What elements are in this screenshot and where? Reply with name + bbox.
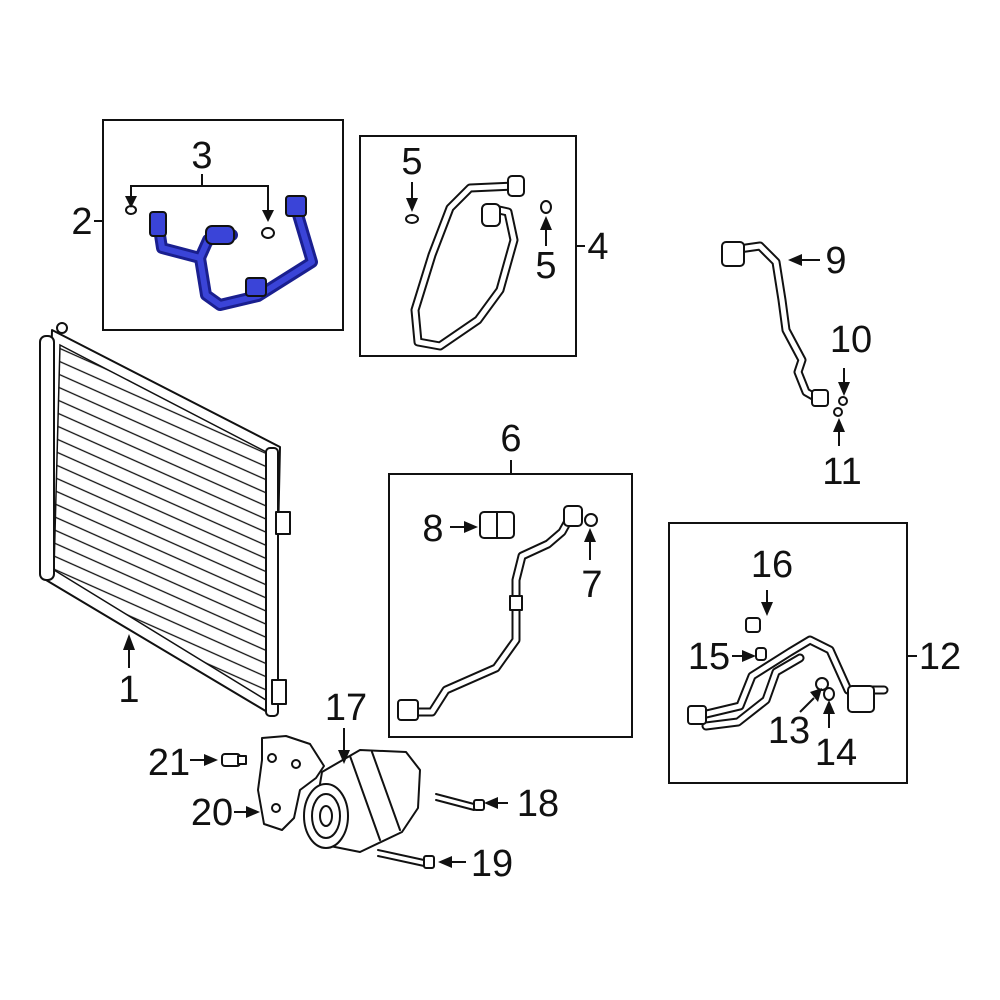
callout-labels: 1 2 3 4 5 5 6 7 8 9 10 11 12 13 14 15 16… bbox=[71, 135, 961, 885]
o-ring-part bbox=[584, 513, 598, 527]
callout-4: 4 bbox=[587, 226, 608, 268]
condenser-part bbox=[39, 322, 291, 717]
bracket-part bbox=[257, 735, 325, 831]
callout-15: 15 bbox=[688, 636, 730, 678]
callout-6: 6 bbox=[500, 418, 521, 460]
leader-lines bbox=[94, 174, 917, 868]
compressor-part bbox=[303, 749, 421, 853]
callout-17: 17 bbox=[325, 687, 367, 729]
callout-13: 13 bbox=[768, 710, 810, 752]
bolt-part bbox=[435, 793, 485, 811]
o-ring-part bbox=[838, 396, 848, 406]
group-box-2 bbox=[102, 119, 344, 331]
callout-19: 19 bbox=[471, 843, 513, 885]
o-ring-part bbox=[823, 687, 835, 701]
bolt-part bbox=[221, 753, 247, 767]
group-box-12 bbox=[668, 522, 908, 784]
callout-16: 16 bbox=[751, 544, 793, 586]
callout-9: 9 bbox=[825, 240, 846, 282]
suction-hose-part bbox=[410, 175, 525, 351]
callout-18: 18 bbox=[517, 783, 559, 825]
discharge-tube-part bbox=[149, 195, 318, 311]
valve-cap-part bbox=[745, 617, 761, 633]
charge-valve-part bbox=[755, 647, 767, 661]
callout-11: 11 bbox=[822, 451, 861, 493]
o-ring-part bbox=[261, 227, 275, 239]
o-ring-part bbox=[405, 214, 419, 224]
callout-5-left: 5 bbox=[401, 141, 422, 183]
callout-1: 1 bbox=[118, 669, 139, 711]
callout-3: 3 bbox=[191, 135, 212, 177]
callout-8: 8 bbox=[422, 508, 443, 550]
hose-assembly-part bbox=[687, 635, 889, 731]
ac-tube-part bbox=[721, 241, 829, 407]
callout-7: 7 bbox=[581, 564, 602, 606]
callout-10: 10 bbox=[830, 319, 872, 361]
callout-5-right: 5 bbox=[535, 245, 556, 287]
callout-12: 12 bbox=[919, 636, 961, 678]
o-ring-part bbox=[833, 407, 843, 417]
callout-20: 20 bbox=[191, 792, 233, 834]
callout-21: 21 bbox=[148, 742, 190, 784]
callout-14: 14 bbox=[815, 732, 857, 774]
pressure-sensor-part bbox=[479, 511, 515, 539]
o-ring-part bbox=[540, 200, 552, 214]
o-ring-part bbox=[815, 677, 829, 691]
callout-2: 2 bbox=[71, 201, 92, 243]
liquid-line-part bbox=[397, 505, 583, 721]
bolt-part bbox=[377, 849, 435, 869]
